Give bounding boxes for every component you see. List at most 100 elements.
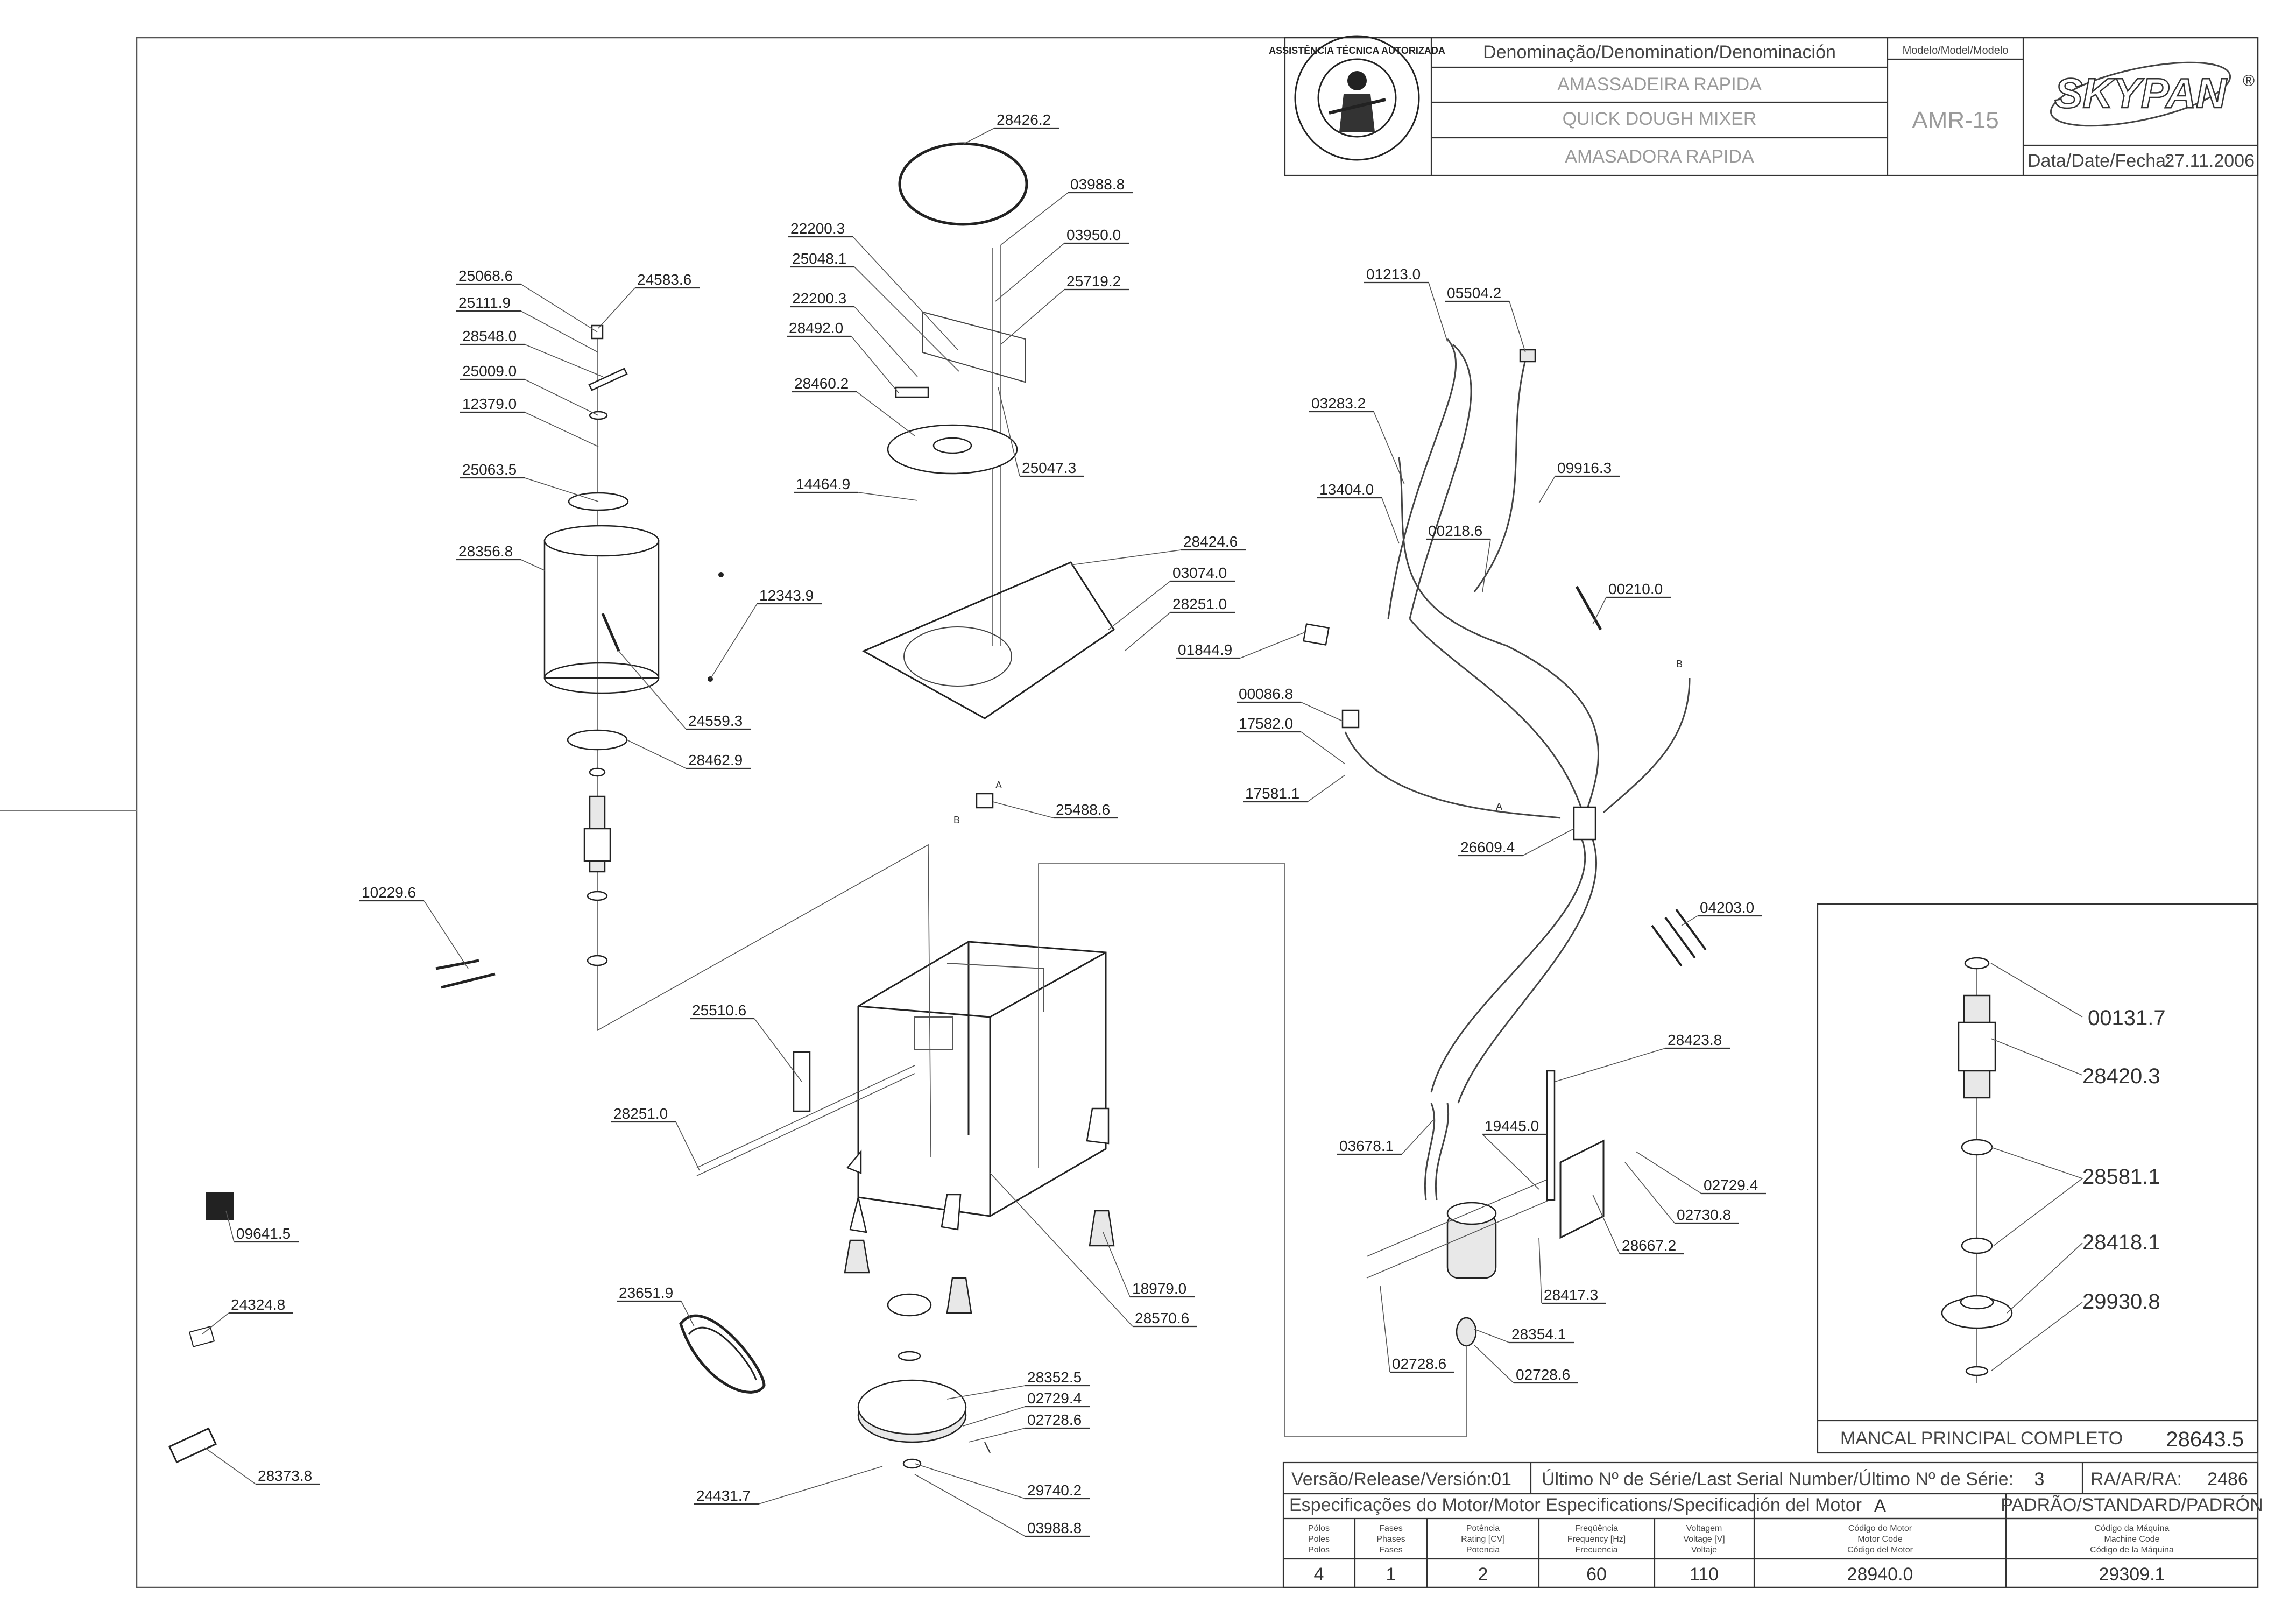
part-label-18979-0: 18979.0 [1132,1280,1186,1297]
serial-value: 3 [2034,1469,2045,1489]
part-label-03678-1: 03678.1 [1339,1138,1394,1154]
phases-line-1: Fases [1379,1524,1403,1533]
motor-spec-header: Especificações do Motor/Motor Especifica… [1289,1495,1862,1515]
part-label-02730-8: 02730.8 [1677,1206,1731,1223]
part-label-25510-6: 25510.6 [692,1002,746,1019]
phases-line-2: Phases [1376,1535,1405,1544]
part-label-05504-2: 05504.2 [1447,285,1501,301]
part-label-24431-7: 24431.7 [696,1487,751,1504]
leader-line [851,336,899,393]
leader-line [1555,1048,1666,1082]
name-es: AMASADORA RAPIDA [1565,146,1754,167]
authorized-service-seal: ASSISTÊNCIA TÉCNICA AUTORIZADA [1269,35,1445,161]
part-label-04203-0: 04203.0 [1700,899,1754,916]
leader-line [675,1121,700,1171]
leader-line [1124,612,1171,652]
leader-lines [201,127,1766,1537]
part-label-01213-0: 01213.0 [1366,266,1421,283]
leader-line [1000,192,1069,245]
bowl-assembly [543,324,724,1022]
leader-line [852,236,958,350]
motor-code-line-2: Motor Code [1857,1535,1903,1544]
part-label-28251-0: 28251.0 [1172,596,1227,612]
part-label-28373-8: 28373.8 [258,1467,312,1484]
machine-frame [435,941,1115,1314]
inset-code: 28643.5 [2166,1428,2244,1451]
part-label-28417-3: 28417.3 [1544,1287,1598,1303]
part-label-13404-0: 13404.0 [1319,481,1374,498]
leader-line [754,1018,802,1082]
leader-line [1522,828,1574,856]
part-label-24324-8: 24324.8 [231,1296,285,1313]
leader-line [1373,411,1405,485]
leader-line [520,310,599,353]
spec-col-rating: Potência Rating [CV] Potencia 2 [1461,1524,1505,1585]
leader-line [524,412,599,447]
pulley-assembly [679,1293,991,1469]
part-label-19445-0: 19445.0 [1485,1118,1539,1134]
leader-line [201,1312,229,1335]
frequency-line-1: Freqüência [1575,1524,1618,1533]
spec-col-voltage: Voltagem Voltage [V] Voltaje 110 [1683,1524,1725,1585]
part-label-17582-0: 17582.0 [1239,715,1293,732]
machine-code-value: 29309.1 [2099,1564,2165,1585]
leader-line [524,379,599,416]
rating-value: 2 [1478,1564,1488,1585]
leader-line [1624,1162,1675,1224]
leader-line [1592,1194,1620,1254]
inset-caption: MANCAL PRINCIPAL COMPLETO [1840,1428,2123,1449]
machine-code-line-3: Código de la Máquina [2090,1545,2174,1555]
leader-line [1538,1237,1542,1304]
connector-a-lid: A [995,780,1002,790]
voltage-line-1: Voltagem [1686,1524,1722,1533]
motor-standard: PADRÃO/STANDARD/PADRÓN [2001,1495,2263,1515]
seal-text: ASSISTÊNCIA TÉCNICA AUTORIZADA [1269,45,1445,56]
small-label [188,1326,215,1347]
part-label-28667-2: 28667.2 [1622,1237,1676,1254]
part-label-26609-4: 26609.4 [1460,839,1515,856]
leader-line [856,391,915,436]
leader-line [618,651,687,730]
part-label-25047-3: 25047.3 [1022,460,1076,476]
part-label-28423-8: 28423.8 [1668,1032,1722,1048]
leader-line [1474,1345,1514,1383]
brand-plate [168,1427,217,1464]
leader-line [963,1406,1026,1427]
leader-line [992,801,1054,818]
leader-line [1509,301,1526,353]
part-label-09916-3: 09916.3 [1557,460,1612,476]
leader-line [854,306,918,377]
spec-col-phases: Fases Phases Fases 1 [1376,1524,1405,1585]
brand-name: SKYPAN [2054,69,2227,117]
leader-line [681,1301,695,1327]
part-label-10229-6: 10229.6 [362,884,416,901]
machine-code-line-1: Código da Máquina [2095,1524,2170,1533]
part-label-24583-6: 24583.6 [637,271,691,288]
part-label-28492-0: 28492.0 [789,320,843,336]
leader-line [520,284,598,333]
model-value: AMR-15 [1912,107,1998,133]
inset-main-bearing: 00131.7 28420.3 28581.1 28418.1 29930.8 … [1817,903,2259,1454]
leader-line [946,1385,1026,1400]
part-label-12343-9: 12343.9 [759,587,814,604]
leader-line [1070,549,1182,566]
motor-assembly [1366,1070,1605,1347]
leader-line [524,344,603,377]
leader-line [1482,539,1491,592]
part-label-25048-1: 25048.1 [792,250,846,267]
motor-code-line-1: Código do Motor [1848,1524,1912,1533]
part-label-25111-9: 25111.9 [458,294,511,311]
leader-line [1635,1151,1702,1194]
part-label-03988-8: 03988.8 [1027,1520,1082,1536]
connector-b-lid: B [953,815,960,825]
part-label-00218-6: 00218.6 [1428,522,1482,539]
leader-line [758,1466,883,1505]
leader-line [423,900,469,969]
release-and-motor-table: Versão/Release/Versión: 01 Último Nº de … [1282,1461,2263,1588]
part-label-28424-6: 28424.6 [1183,533,1238,550]
leader-line [1538,476,1556,504]
motor-code-value: 28940.0 [1847,1564,1913,1585]
machine-code-cell: Código da Máquina Machine Code Código de… [2090,1524,2174,1585]
leader-line [1307,774,1346,802]
